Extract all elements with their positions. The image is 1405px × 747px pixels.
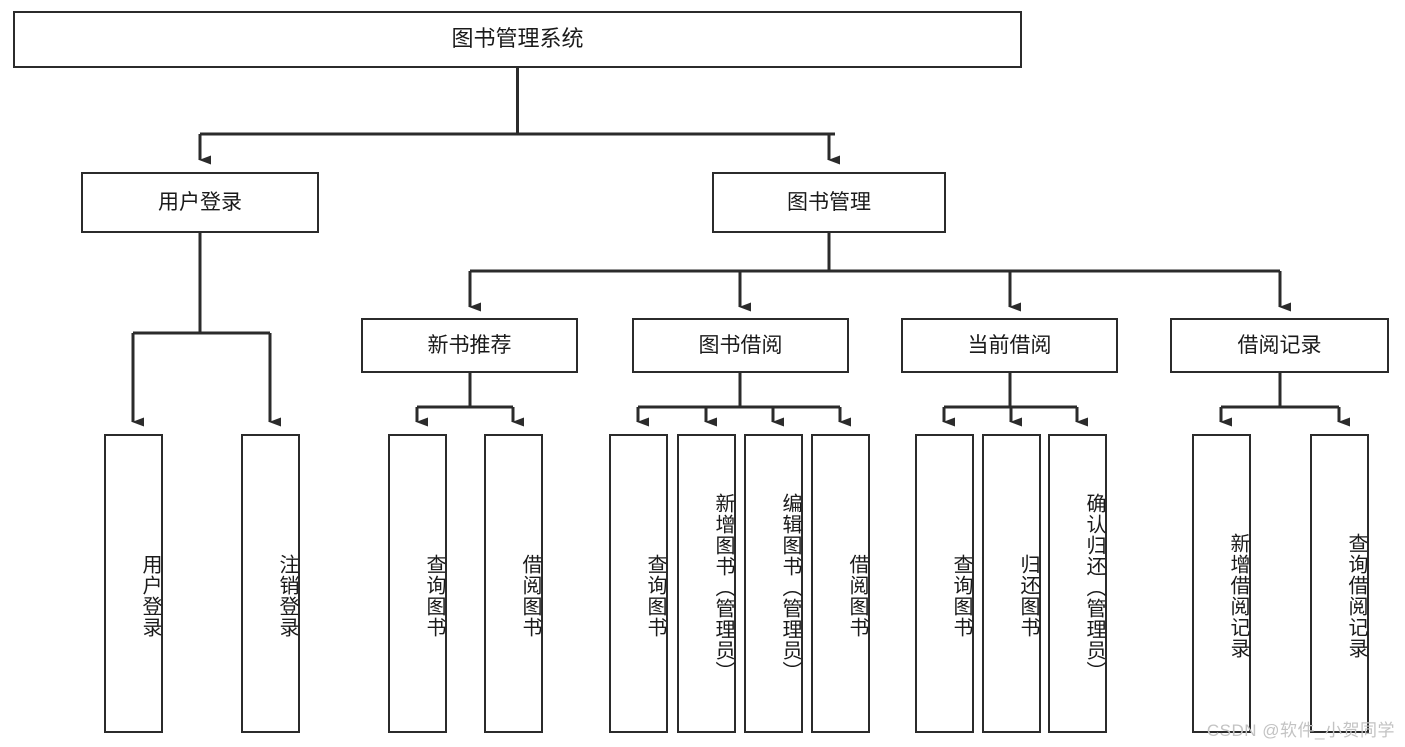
node-leaf-query-book-borrow[interactable]: 查询图书 xyxy=(609,434,668,733)
node-leaf-query-book-recommend-label: 查询图书 xyxy=(423,553,445,638)
node-leaf-user-logout[interactable]: 注销登录 xyxy=(241,434,300,733)
node-leaf-query-book-borrow-label: 查询图书 xyxy=(644,553,666,638)
node-leaf-return-book-label: 归还图书 xyxy=(1017,553,1039,638)
node-leaf-user-login-label: 用户登录 xyxy=(139,553,161,638)
node-leaf-query-book-current[interactable]: 查询图书 xyxy=(915,434,974,733)
node-book-manage-label: 图书管理 xyxy=(787,190,871,214)
node-leaf-return-book[interactable]: 归还图书 xyxy=(982,434,1041,733)
node-leaf-borrow-book-recommend-label: 借阅图书 xyxy=(519,553,541,638)
node-leaf-edit-book-admin[interactable]: 编辑图书（管理员） xyxy=(744,434,803,733)
node-leaf-query-borrow-record[interactable]: 查询借阅记录 xyxy=(1310,434,1369,733)
node-leaf-add-book-admin[interactable]: 新增图书（管理员） xyxy=(677,434,736,733)
node-leaf-add-book-admin-label: 新增图书（管理员） xyxy=(712,493,734,682)
node-new-book-recommend[interactable]: 新书推荐 xyxy=(361,318,578,373)
node-leaf-borrow-book[interactable]: 借阅图书 xyxy=(811,434,870,733)
node-leaf-query-borrow-record-label: 查询借阅记录 xyxy=(1345,532,1367,659)
node-book-manage[interactable]: 图书管理 xyxy=(712,172,946,233)
node-leaf-user-logout-label: 注销登录 xyxy=(276,553,298,638)
node-user-login-label: 用户登录 xyxy=(158,190,242,214)
node-book-borrow-label: 图书借阅 xyxy=(698,333,783,357)
node-leaf-add-borrow-record[interactable]: 新增借阅记录 xyxy=(1192,434,1251,733)
node-leaf-confirm-return-admin-label: 确认归还（管理员） xyxy=(1083,493,1105,682)
node-borrow-record-label: 借阅记录 xyxy=(1237,333,1322,357)
node-leaf-query-book-recommend[interactable]: 查询图书 xyxy=(388,434,447,733)
node-current-borrow[interactable]: 当前借阅 xyxy=(901,318,1118,373)
node-leaf-query-book-current-label: 查询图书 xyxy=(950,553,972,638)
node-book-borrow[interactable]: 图书借阅 xyxy=(632,318,849,373)
watermark: CSDN @软件_小贺同学 xyxy=(1206,721,1395,740)
node-new-book-recommend-label: 新书推荐 xyxy=(427,333,512,357)
node-leaf-user-login[interactable]: 用户登录 xyxy=(104,434,163,733)
node-borrow-record[interactable]: 借阅记录 xyxy=(1170,318,1389,373)
node-root[interactable]: 图书管理系统 xyxy=(13,11,1022,68)
node-leaf-edit-book-admin-label: 编辑图书（管理员） xyxy=(779,493,801,682)
node-leaf-add-borrow-record-label: 新增借阅记录 xyxy=(1227,532,1249,659)
node-user-login[interactable]: 用户登录 xyxy=(81,172,319,233)
node-leaf-borrow-book-label: 借阅图书 xyxy=(846,553,868,638)
node-root-label: 图书管理系统 xyxy=(451,26,584,52)
node-leaf-borrow-book-recommend[interactable]: 借阅图书 xyxy=(484,434,543,733)
node-current-borrow-label: 当前借阅 xyxy=(967,333,1052,357)
node-leaf-confirm-return-admin[interactable]: 确认归还（管理员） xyxy=(1048,434,1107,733)
